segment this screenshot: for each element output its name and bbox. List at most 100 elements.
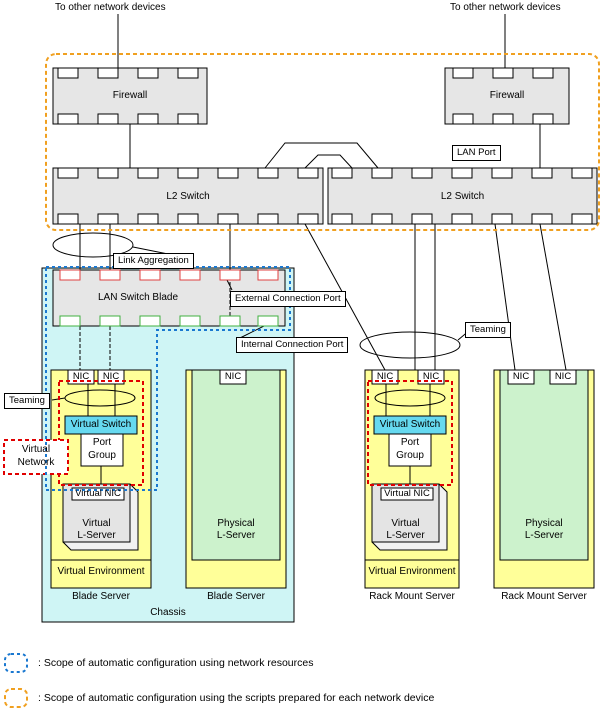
lan-port xyxy=(57,167,79,179)
lan-port xyxy=(571,213,593,225)
rack-mount-server-label: Rack Mount Server xyxy=(501,591,587,602)
lan-port xyxy=(532,113,554,125)
internal-connection-port-callout: Internal Connection Port xyxy=(236,337,349,353)
lan-port xyxy=(257,269,279,281)
virtual-environment-label: Virtual Environment xyxy=(368,566,456,577)
physical-lserver-rack-area xyxy=(499,369,589,561)
lan-port-callout: LAN Port xyxy=(452,145,501,161)
physical-lserver-label-line1: Physical xyxy=(217,518,255,529)
lan-port xyxy=(179,269,201,281)
lan-port xyxy=(137,113,159,125)
lan-port xyxy=(532,67,554,79)
lan-port xyxy=(492,113,514,125)
external-connection-port-callout: External Connection Port xyxy=(230,291,346,307)
lan-port xyxy=(99,315,121,327)
lan-switch-blade-label: LAN Switch Blade xyxy=(97,292,179,303)
virtual-switch-label: Virtual Switch xyxy=(379,419,441,430)
lan-port xyxy=(571,167,593,179)
nic-box xyxy=(219,369,247,385)
lan-port xyxy=(97,67,119,79)
legend-network-text: : Scope of automatic configuration using… xyxy=(38,657,314,669)
lan-port xyxy=(217,167,239,179)
lan-port xyxy=(137,213,159,225)
virtual-lserver-label-line2: L-Server xyxy=(77,530,116,541)
virtual-network-callout-box xyxy=(3,439,69,475)
lan-port xyxy=(411,213,433,225)
lan-port xyxy=(411,167,433,179)
virtual-network-label-line1: Virtual xyxy=(21,444,51,455)
lan-port xyxy=(177,67,199,79)
virtual-network-label-line2: Network xyxy=(17,457,55,468)
lan-port xyxy=(452,113,474,125)
legend-script-text: : Scope of automatic configuration using… xyxy=(38,692,435,704)
lan-port xyxy=(371,213,393,225)
nic-label: NIC xyxy=(422,371,440,382)
lan-port xyxy=(219,269,241,281)
lan-port xyxy=(491,167,513,179)
nic-box xyxy=(507,369,535,385)
lan-port xyxy=(531,213,553,225)
teaming-left-callout: Teaming xyxy=(4,393,50,409)
port-group-label-line1: Port xyxy=(400,437,420,448)
chassis-label: Chassis xyxy=(150,607,186,618)
legend-network-swatch xyxy=(4,653,28,673)
lan-port xyxy=(219,315,241,327)
firewall-left-label: Firewall xyxy=(112,90,148,101)
lan-port xyxy=(491,213,513,225)
physical-lserver-label-line2: L-Server xyxy=(524,530,564,541)
lan-port xyxy=(331,167,353,179)
lan-port xyxy=(297,167,319,179)
rack-mount-server-label: Rack Mount Server xyxy=(369,591,455,602)
lan-port xyxy=(257,167,279,179)
virtual-nic-label: Virtual NIC xyxy=(75,488,121,499)
network-scope-boundary xyxy=(45,266,291,491)
l2-switch-left-label: L2 Switch xyxy=(166,191,210,202)
lan-port xyxy=(451,167,473,179)
lan-port xyxy=(137,167,159,179)
link-aggregation-callout: Link Aggregation xyxy=(113,253,194,269)
nic-box xyxy=(549,369,577,385)
uplink-label-left: To other network devices xyxy=(55,2,166,13)
virtual-network-scope xyxy=(58,380,144,486)
lan-port xyxy=(371,167,393,179)
lan-port xyxy=(97,213,119,225)
teaming-right-callout: Teaming xyxy=(465,322,511,338)
lan-port xyxy=(177,213,199,225)
lan-port xyxy=(492,67,514,79)
lan-port xyxy=(139,269,161,281)
lan-port xyxy=(59,269,81,281)
blade-server-label: Blade Server xyxy=(207,591,265,602)
virtual-lserver-label-line1: Virtual xyxy=(82,518,111,529)
blade-server-label: Blade Server xyxy=(72,591,130,602)
lan-port xyxy=(97,113,119,125)
lan-port xyxy=(451,213,473,225)
port-group-label-line1: Port xyxy=(92,437,112,448)
lan-port xyxy=(257,315,279,327)
lan-port xyxy=(139,315,161,327)
lan-port xyxy=(257,213,279,225)
virtual-lserver-label-line1: Virtual xyxy=(391,518,420,529)
physical-lserver-blade-area xyxy=(191,369,281,561)
virtual-switch-label: Virtual Switch xyxy=(70,419,132,430)
nic-label: NIC xyxy=(72,371,90,382)
nic-label: NIC xyxy=(224,371,242,382)
lan-port xyxy=(99,269,121,281)
port-group-box xyxy=(80,433,124,467)
lan-port xyxy=(331,213,353,225)
firewall-right-label: Firewall xyxy=(489,90,525,101)
uplink-label-right: To other network devices xyxy=(450,2,561,13)
lan-port xyxy=(177,167,199,179)
script-scope-boundary xyxy=(45,53,600,231)
lan-port xyxy=(179,315,201,327)
virtual-network-scope xyxy=(367,380,453,486)
port-group-label-line2: Group xyxy=(396,450,424,461)
nic-label: NIC xyxy=(554,371,572,382)
lan-port xyxy=(531,167,553,179)
lan-port xyxy=(137,67,159,79)
port-group-label-line2: Group xyxy=(88,450,116,461)
l2-switch-right-label: L2 Switch xyxy=(440,191,485,202)
lan-port xyxy=(57,67,79,79)
lan-port xyxy=(59,315,81,327)
nic-label: NIC xyxy=(376,371,394,382)
